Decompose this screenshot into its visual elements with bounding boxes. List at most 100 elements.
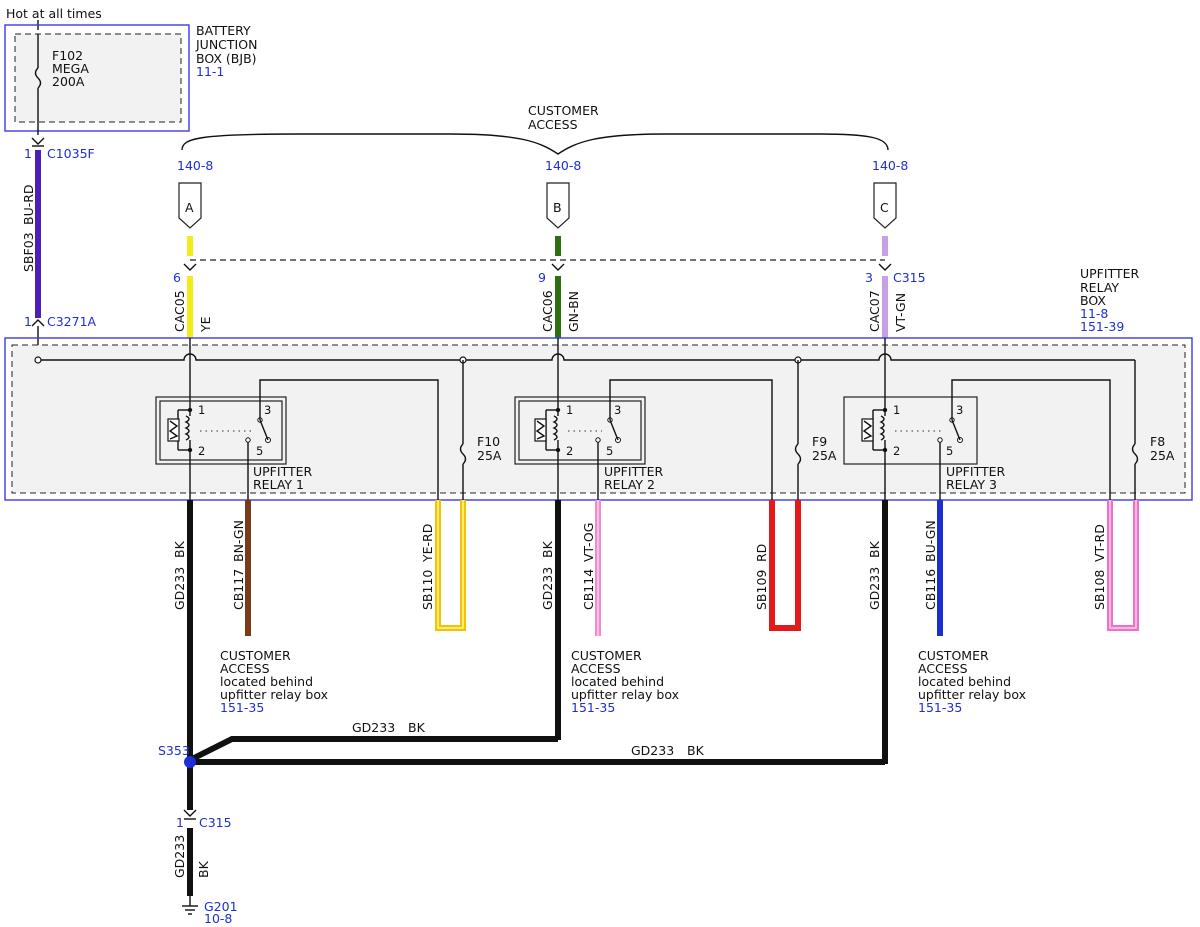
fuse-f9-icon (794, 443, 802, 465)
upfitter-title-3: BOX (1080, 293, 1106, 308)
bjb-outline (4, 24, 190, 132)
conn-c-pin: 3 (865, 270, 873, 285)
bjb-title-2: JUNCTION (195, 37, 257, 52)
bjb-title-1: BATTERY (196, 23, 251, 38)
relay3-diode-icon (861, 418, 874, 442)
note1-line-1: CUSTOMER (220, 648, 291, 663)
c1035f-name: C1035F (47, 146, 95, 161)
cac07-color: VT-GN (893, 293, 908, 332)
upfitter-ref-2: 151-39 (1080, 319, 1124, 334)
conn-a-ref: 140-8 (177, 158, 213, 173)
bjb-inner (14, 33, 182, 123)
note2-line-4: upfitter relay box (571, 687, 679, 702)
relay2-diode-icon (534, 418, 547, 442)
relay1-label-2: RELAY 1 (253, 477, 304, 492)
note1-ref: 151-35 (220, 700, 264, 715)
cac05-circuit: CAC05 (172, 290, 187, 332)
relay2-switch-path (609, 379, 773, 500)
gd233-bottom-color: BK (196, 860, 211, 878)
relay2-coil-icon (552, 415, 558, 441)
customer-access-top-1: CUSTOMER (528, 103, 599, 118)
fuse-f8-name: F8 (1150, 434, 1165, 449)
gd233-run2-circuit: GD233 (352, 720, 395, 735)
upfitter-title-2: RELAY (1080, 280, 1119, 295)
relay1-diode-icon (167, 418, 180, 442)
wire-sb108 (1107, 500, 1139, 631)
relay3-coil-icon (879, 415, 885, 441)
cb114-circuit: CB114 (581, 569, 596, 610)
gd233-run3-color: BK (687, 743, 705, 758)
fuse-f8-rating: 25A (1150, 448, 1175, 463)
upfitter-ref-1: 11-8 (1080, 306, 1108, 321)
relay3-label-2: RELAY 3 (946, 477, 997, 492)
conn-c-arrow-icon (878, 263, 892, 271)
sb110-color: YE-RD (420, 524, 435, 563)
cb117-color: BN-GN (231, 520, 246, 562)
gd233-bottom-circuit: GD233 (172, 835, 187, 878)
cac06-circuit: CAC06 (540, 290, 555, 332)
c1035f-pin: 1 (24, 146, 32, 161)
fuse-f102-icon (34, 67, 42, 89)
bjb-ref: 11-1 (196, 64, 224, 79)
conn-c-ref: 140-8 (872, 158, 908, 173)
note1-line-4: upfitter relay box (220, 687, 328, 702)
relay1-switch-path (259, 379, 439, 500)
c315-bottom-arrow-icon (183, 809, 197, 817)
cac05-color: YE (198, 316, 213, 333)
connector-tab-a-letter: A (185, 200, 194, 215)
gd233-run3-circuit: GD233 (631, 743, 674, 758)
relay1-label-1: UPFITTER (253, 464, 313, 479)
note1-line-3: located behind (220, 674, 313, 689)
conn-a-pin: 6 (173, 270, 181, 285)
c315-bottom-name: C315 (199, 815, 232, 830)
fuse-f102-rating: 200A (52, 74, 85, 89)
note2-line-3: located behind (571, 674, 664, 689)
relay2-label-1: UPFITTER (604, 464, 664, 479)
sb108-circuit: SB108 (1092, 570, 1107, 610)
sbf03-color: BU-RD (21, 184, 36, 225)
sb109-circuit: SB109 (754, 570, 769, 610)
cb116-color: BU-GN (923, 520, 938, 562)
note3-line-3: located behind (918, 674, 1011, 689)
sb109-color: RD (754, 544, 769, 562)
relay3-switch-path (951, 379, 1111, 500)
relay2-pin-5: 5 (606, 444, 613, 458)
ground-icon (182, 896, 198, 915)
fuse-f102-type: MEGA (52, 61, 89, 76)
ground-g201: G201 (204, 899, 238, 914)
connector-tab-a-icon (178, 182, 202, 229)
customer-access-note-1: CUSTOMER ACCESS located behind upfitter … (220, 648, 328, 715)
conn-c-name: C315 (893, 270, 926, 285)
connector-tab-b-letter: B (553, 200, 562, 215)
relay2-pin-2: 2 (566, 444, 573, 458)
note3-ref: 151-35 (918, 700, 962, 715)
c3271a-name: C3271A (47, 314, 97, 329)
customer-access-brace (181, 133, 889, 155)
cb114-color: VT-OG (581, 523, 596, 562)
note3-line-4: upfitter relay box (918, 687, 1026, 702)
customer-access-note-3: CUSTOMER ACCESS located behind upfitter … (918, 648, 1026, 715)
gd233-1-color: BK (172, 540, 187, 558)
relay2-pin-3: 3 (614, 403, 621, 417)
wire-sb110 (435, 500, 466, 631)
sb108-color: VT-RD (1092, 524, 1107, 562)
conn-a-arrow-icon (183, 263, 197, 271)
relay3-pin-3: 3 (956, 403, 963, 417)
connector-tab-c-letter: C (880, 200, 889, 215)
relay2-pin-1: 1 (566, 403, 573, 417)
c3271a-pin: 1 (24, 314, 32, 329)
gd233-1-circuit: GD233 (172, 567, 187, 610)
conn-b-arrow-icon (551, 263, 565, 271)
relay1-pin-5: 5 (256, 444, 263, 458)
c1035f-connector-icon (31, 137, 45, 145)
bjb-title-3: BOX (BJB) (196, 51, 257, 66)
wire-sb109 (769, 500, 801, 631)
note2-line-2: ACCESS (571, 661, 621, 676)
fuse-f9-rating: 25A (812, 448, 837, 463)
relay1-pin-1: 1 (198, 403, 205, 417)
splice-s353-label: S353 (158, 743, 190, 758)
note1-line-2: ACCESS (220, 661, 270, 676)
relay1-pin-2: 2 (198, 444, 205, 458)
